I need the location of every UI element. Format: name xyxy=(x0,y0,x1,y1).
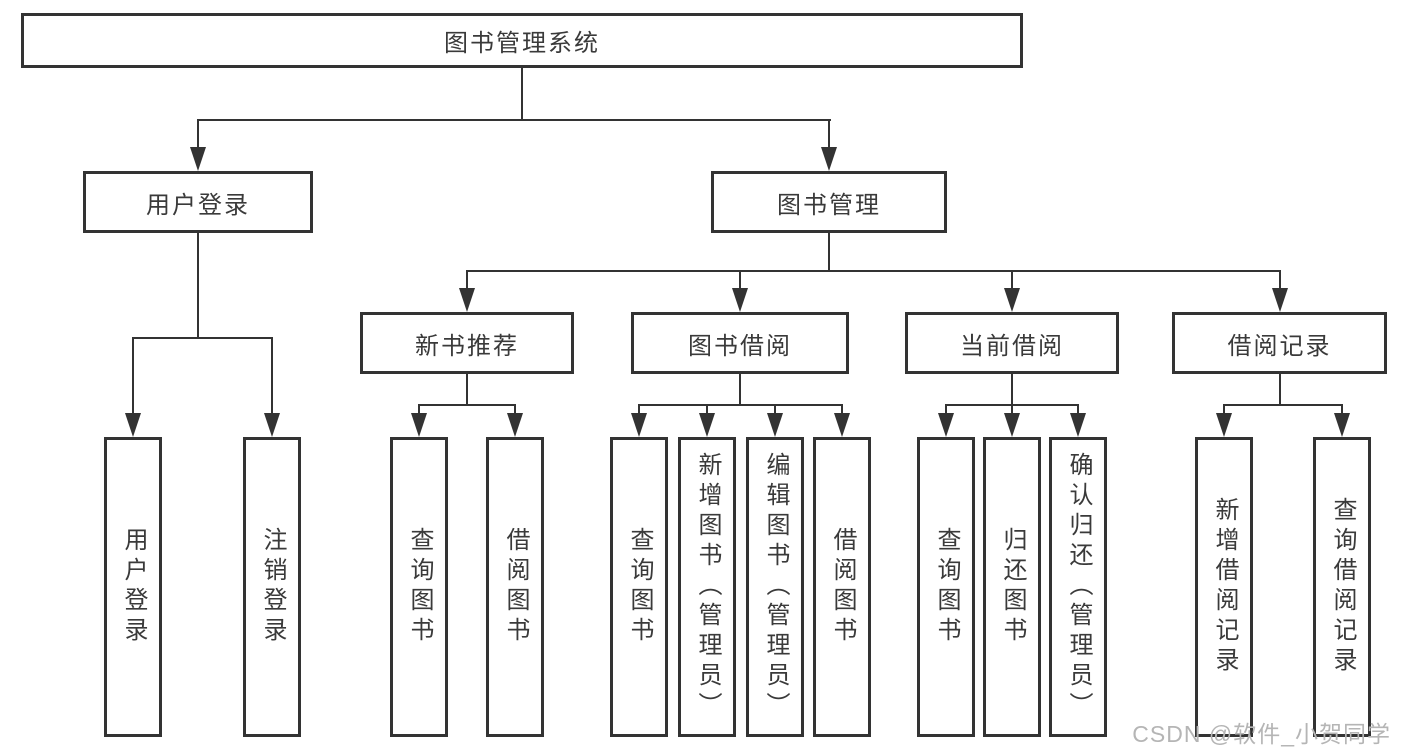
arrow-down-icon xyxy=(631,413,647,437)
node-new-book-recommend: 新书推荐 xyxy=(360,312,574,374)
connector-line xyxy=(132,337,273,339)
connector-line xyxy=(1011,404,1013,416)
node-current-borrowing: 当前借阅 xyxy=(905,312,1119,374)
arrow-down-icon xyxy=(767,413,783,437)
connector-line xyxy=(1223,404,1225,416)
connector-line xyxy=(197,119,831,121)
arrow-down-icon xyxy=(699,413,715,437)
node-label: 用户登录 xyxy=(146,191,250,219)
leaf-edit-books-admin: 编辑图书（管理员） xyxy=(746,437,804,737)
node-label: 当前借阅 xyxy=(960,332,1064,360)
node-label: 借阅图书 xyxy=(829,527,856,647)
arrow-down-icon xyxy=(125,413,141,437)
leaf-query-books-recommend: 查询图书 xyxy=(390,437,448,737)
arrow-down-icon xyxy=(1070,413,1086,437)
connector-line xyxy=(739,270,741,292)
leaf-query-books-borrowing: 查询图书 xyxy=(610,437,668,737)
connector-line xyxy=(271,337,273,415)
arrow-down-icon xyxy=(459,288,475,312)
node-label: 确认归还（管理员） xyxy=(1065,452,1092,722)
leaf-confirm-return-admin: 确认归还（管理员） xyxy=(1049,437,1107,737)
node-label: 图书管理系统 xyxy=(444,30,600,57)
connector-line xyxy=(706,404,708,416)
node-root-library-system: 图书管理系统 xyxy=(21,13,1023,68)
connector-line xyxy=(638,404,640,416)
connector-line xyxy=(466,270,1281,272)
connector-line xyxy=(466,374,468,406)
arrow-down-icon xyxy=(507,413,523,437)
leaf-query-borrow-record: 查询借阅记录 xyxy=(1313,437,1371,737)
connector-line xyxy=(418,404,420,416)
leaf-query-books-current: 查询图书 xyxy=(917,437,975,737)
leaf-borrow-books: 借阅图书 xyxy=(813,437,871,737)
node-book-management: 图书管理 xyxy=(711,171,947,233)
arrow-down-icon xyxy=(938,413,954,437)
arrow-down-icon xyxy=(1004,288,1020,312)
connector-line xyxy=(1341,404,1343,416)
connector-line xyxy=(466,270,468,292)
connector-line xyxy=(638,404,843,406)
node-label: 新书推荐 xyxy=(415,332,519,360)
leaf-logout: 注销登录 xyxy=(243,437,301,737)
leaf-return-books: 归还图书 xyxy=(983,437,1041,737)
leaf-add-borrow-record: 新增借阅记录 xyxy=(1195,437,1253,737)
connector-line xyxy=(521,68,523,120)
node-label: 归还图书 xyxy=(999,527,1026,647)
connector-line xyxy=(828,119,830,149)
connector-line xyxy=(1077,404,1079,416)
connector-line xyxy=(197,119,199,149)
node-label: 借阅记录 xyxy=(1227,332,1332,360)
node-label: 注销登录 xyxy=(259,527,286,647)
arrow-down-icon xyxy=(264,413,280,437)
connector-line xyxy=(945,404,947,416)
arrow-down-icon xyxy=(1216,413,1232,437)
leaf-add-books-admin: 新增图书（管理员） xyxy=(678,437,736,737)
connector-line xyxy=(418,404,516,406)
connector-line xyxy=(841,404,843,416)
connector-line xyxy=(1279,270,1281,292)
csdn-watermark: CSDN @软件_小贺同学 xyxy=(1132,721,1391,747)
arrow-down-icon xyxy=(1004,413,1020,437)
node-label: 查询图书 xyxy=(406,527,433,647)
leaf-user-login: 用户登录 xyxy=(104,437,162,737)
arrow-down-icon xyxy=(411,413,427,437)
node-label: 查询借阅记录 xyxy=(1329,497,1356,677)
node-borrowing-records: 借阅记录 xyxy=(1172,312,1387,374)
node-label: 图书管理 xyxy=(777,191,881,219)
node-label: 查询图书 xyxy=(626,527,653,647)
connector-line xyxy=(1279,374,1281,406)
arrow-down-icon xyxy=(821,147,837,171)
node-label: 借阅图书 xyxy=(502,527,529,647)
node-user-login: 用户登录 xyxy=(83,171,313,233)
node-book-borrowing: 图书借阅 xyxy=(631,312,849,374)
connector-line xyxy=(739,374,741,406)
connector-line xyxy=(1011,270,1013,292)
connector-line xyxy=(828,233,830,272)
arrow-down-icon xyxy=(1334,413,1350,437)
node-label: 新增借阅记录 xyxy=(1211,497,1238,677)
node-label: 用户登录 xyxy=(120,527,147,647)
connector-line xyxy=(1223,404,1343,406)
node-label: 查询图书 xyxy=(933,527,960,647)
leaf-borrow-books-recommend: 借阅图书 xyxy=(486,437,544,737)
arrow-down-icon xyxy=(190,147,206,171)
connector-line xyxy=(132,337,134,415)
node-label: 新增图书（管理员） xyxy=(694,452,721,722)
node-label: 编辑图书（管理员） xyxy=(762,452,789,722)
arrow-down-icon xyxy=(732,288,748,312)
node-label: 图书借阅 xyxy=(688,332,792,360)
arrow-down-icon xyxy=(834,413,850,437)
connector-line xyxy=(1011,374,1013,406)
connector-line xyxy=(197,233,199,338)
arrow-down-icon xyxy=(1272,288,1288,312)
connector-line xyxy=(774,404,776,416)
connector-line xyxy=(514,404,516,416)
